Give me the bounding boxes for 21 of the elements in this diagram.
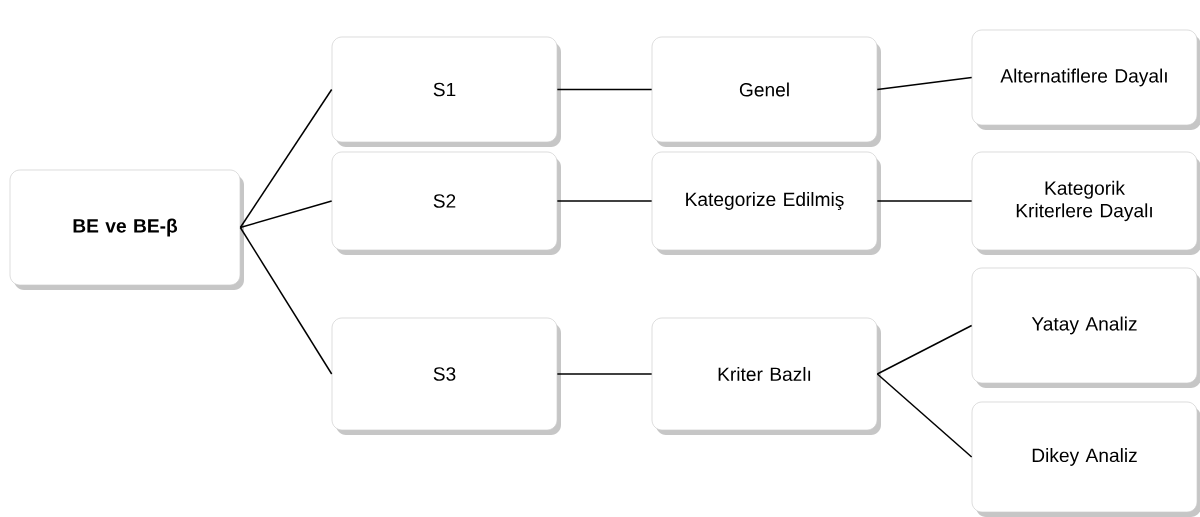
process-box: Kategorize Edilmiş	[651, 151, 881, 255]
connector-line	[239, 226, 333, 375]
connector-line	[556, 373, 653, 375]
connector-line	[556, 88, 653, 91]
process-box: Alternatiflere Dayalı	[971, 29, 1200, 130]
process-box: Yatay Analiz	[971, 267, 1200, 388]
connector-line	[876, 76, 973, 91]
connector-line	[876, 324, 973, 375]
process-box: S3	[331, 317, 561, 435]
connector-line	[239, 88, 333, 229]
process-box: S2	[331, 151, 561, 255]
connector-line	[556, 200, 653, 202]
process-box: Kategorik Kriterlere Dayalı	[971, 151, 1200, 255]
process-box: Kriter Bazlı	[651, 317, 881, 435]
process-box: BE ve BE-β	[9, 169, 244, 290]
process-box: Dikey Analiz	[971, 401, 1200, 517]
connector-line	[876, 200, 973, 202]
process-box: Genel	[651, 36, 881, 147]
process-box: S1	[331, 36, 561, 147]
connector-line	[239, 200, 333, 229]
connector-line	[876, 373, 973, 458]
